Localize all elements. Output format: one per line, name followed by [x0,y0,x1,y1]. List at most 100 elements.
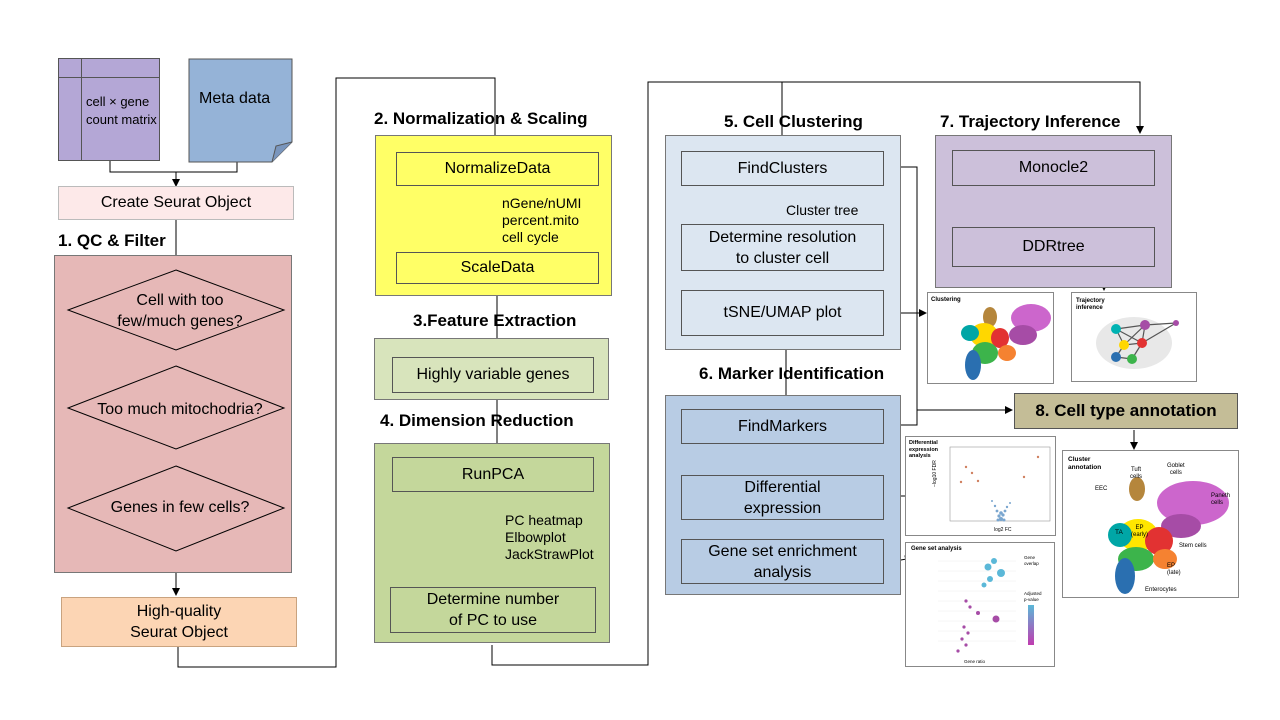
cluster-annotation-thumbnail: Cluster annotation Tuft cells Goblet cel… [1062,450,1239,598]
qc-decision-mito: Too much mitochodria? [97,401,263,418]
qc-decision-genes: Cell with too few/much genes? [100,288,260,334]
dimension-reduction-panel [374,443,610,643]
gs-legend-4: p-value [1024,596,1039,602]
ca-paneth-1: Paneth [1211,493,1231,499]
gs-thumb-xlabel: Gene ratio [964,659,986,664]
gs-thumb-legend: Gene overlap [1024,555,1039,566]
ca-thumb-line2: annotation [1068,464,1102,471]
gene-set-enrichment-box: Gene set enrichment analysis [681,539,884,584]
ca-goblet-label: Goblet cells [1167,463,1185,477]
ca-ep-late-1: EP [1167,563,1176,569]
de-thumb-xlabel: log2 FC [994,527,1012,533]
gs-thumb-title: Gene set analysis [911,546,962,552]
gene-set-plot-thumbnail: Gene set analysis Gene ratio Gene overla… [905,542,1055,667]
determine-pc-line1: Determine number [426,591,560,608]
monocle2-box: Monocle2 [952,150,1155,186]
dimred-note-2: Elbowplot [505,529,566,545]
dimred-note-3: JackStrawPlot [505,546,594,562]
gs-legend-3: Adjusted [1024,591,1042,596]
ca-ep-early-label: EP (early) [1131,525,1148,539]
ca-goblet-2: cells [1169,470,1182,476]
dimred-note-1: PC heatmap [505,512,583,528]
cluster-annotation-umap-image [1108,477,1229,594]
ca-ep-early-2: (early) [1131,532,1149,538]
create-seurat-object-box: Create Seurat Object [58,186,294,220]
ca-goblet-1: Goblet [1167,463,1185,469]
scale-data-box: ScaleData [396,252,599,284]
marker-identification-panel [665,395,901,595]
gsea-line2: analysis [753,563,812,581]
ca-thumb-line1: Cluster [1068,456,1091,463]
findclusters-box: FindClusters [681,151,884,186]
dimred-notes: PC heatmap Elbowplot JackStrawPlot [505,512,594,563]
tsne-umap-plot-box: tSNE/UMAP plot [681,290,884,336]
clustering-thumb-label: Clustering [931,297,961,303]
norm-note-3: cell cycle [502,229,559,245]
trajectory-inference-title: 7. Trajectory Inference [940,112,1121,131]
de-thumb-line1: Differential [909,440,938,446]
dimension-reduction-title: 4. Dimension Reduction [380,411,574,430]
ca-tuft-label: Tuft cells [1130,467,1142,481]
gene-set-dotplot-image [938,558,1034,653]
cluster-tree-note: Cluster tree [786,202,859,218]
determine-pc-line2: of PC to use [448,612,538,629]
gs-thumb-legend-pvalue: Adjusted p-value [1024,591,1042,602]
count-matrix-document: cell × gene count matrix [58,58,160,161]
metadata-document [188,58,293,163]
diff-line2: expression [743,499,822,517]
ca-ta-label: TA [1115,529,1123,536]
qc-filter-title: 1. QC & Filter [58,231,166,250]
cell-type-annotation-box: 8. Cell type annotation [1014,393,1238,429]
ca-paneth-label: Paneth cells [1211,493,1230,507]
differential-expression-box: Differential expression [681,475,884,520]
normalize-data-box: NormalizeData [396,152,599,186]
normalization-title: 2. Normalization & Scaling [374,109,588,128]
clustering-umap-image [961,304,1051,380]
ca-ep-late-label: EP (late) [1167,563,1181,577]
qc-decision-cells: Genes in few cells? [110,499,250,516]
qc-decision-diamonds [66,269,286,552]
feature-extraction-title: 3.Feature Extraction [413,311,577,330]
qc-filter-panel [54,255,292,573]
high-quality-seurat-box: High-quality Seurat Object [61,597,297,647]
ca-tuft-1: Tuft [1130,467,1142,473]
matrix-label-1: cell × gene [86,94,150,109]
de-thumb-line3: analysis [909,453,931,459]
ca-paneth-2: cells [1211,500,1224,506]
feature-extraction-panel [374,338,609,400]
volcano-plot-thumbnail: Differential expression analysis log2 FC… [905,436,1056,536]
metadata-label: Meta data [199,90,271,107]
ca-ep-early-1: EP [1135,525,1144,531]
trajectory-graph-image [1096,317,1179,369]
ca-eec-label: EEC [1095,486,1108,492]
marker-identification-title: 6. Marker Identification [699,364,885,383]
ca-thumb-title: Cluster annotation [1068,456,1101,472]
findmarkers-box: FindMarkers [681,409,884,444]
determine-resolution-box: Determine resolution to cluster cell [681,224,884,271]
resolution-line1: Determine resolution [708,228,857,246]
cell-clustering-title: 5. Cell Clustering [724,112,863,131]
matrix-label-2: count matrix [86,112,157,127]
volcano-plot-image [949,446,1051,522]
diff-line1: Differential [744,478,821,496]
runpca-box: RunPCA [392,457,594,492]
normalization-panel [375,135,612,296]
resolution-line2: to cluster cell [735,249,830,267]
hq-line1: High-quality [136,603,222,620]
trajectory-panel [935,135,1172,288]
trajectory-plot-thumbnail: Trajectory inference [1071,292,1197,382]
gsea-line1: Gene set enrichment [708,542,857,560]
highly-variable-genes-box: Highly variable genes [392,357,594,393]
qc-q1-line1: Cell with too [136,292,224,309]
de-thumb-label: Differential expression analysis [909,440,938,460]
hq-line2: Seurat Object [130,624,228,641]
traj-thumb-line2: inference [1076,305,1103,311]
de-thumb-line2: expression [909,446,939,453]
clustering-plot-thumbnail: Clustering [927,292,1054,384]
gs-legend-2: overlap [1024,560,1039,566]
qc-q1-line2: few/much genes? [117,313,243,330]
norm-note-1: nGene/nUMI [502,195,582,211]
determine-pc-box: Determine number of PC to use [390,587,596,633]
ca-stem-label: Stem cells [1179,543,1207,549]
norm-note-2: percent.mito [502,212,580,228]
